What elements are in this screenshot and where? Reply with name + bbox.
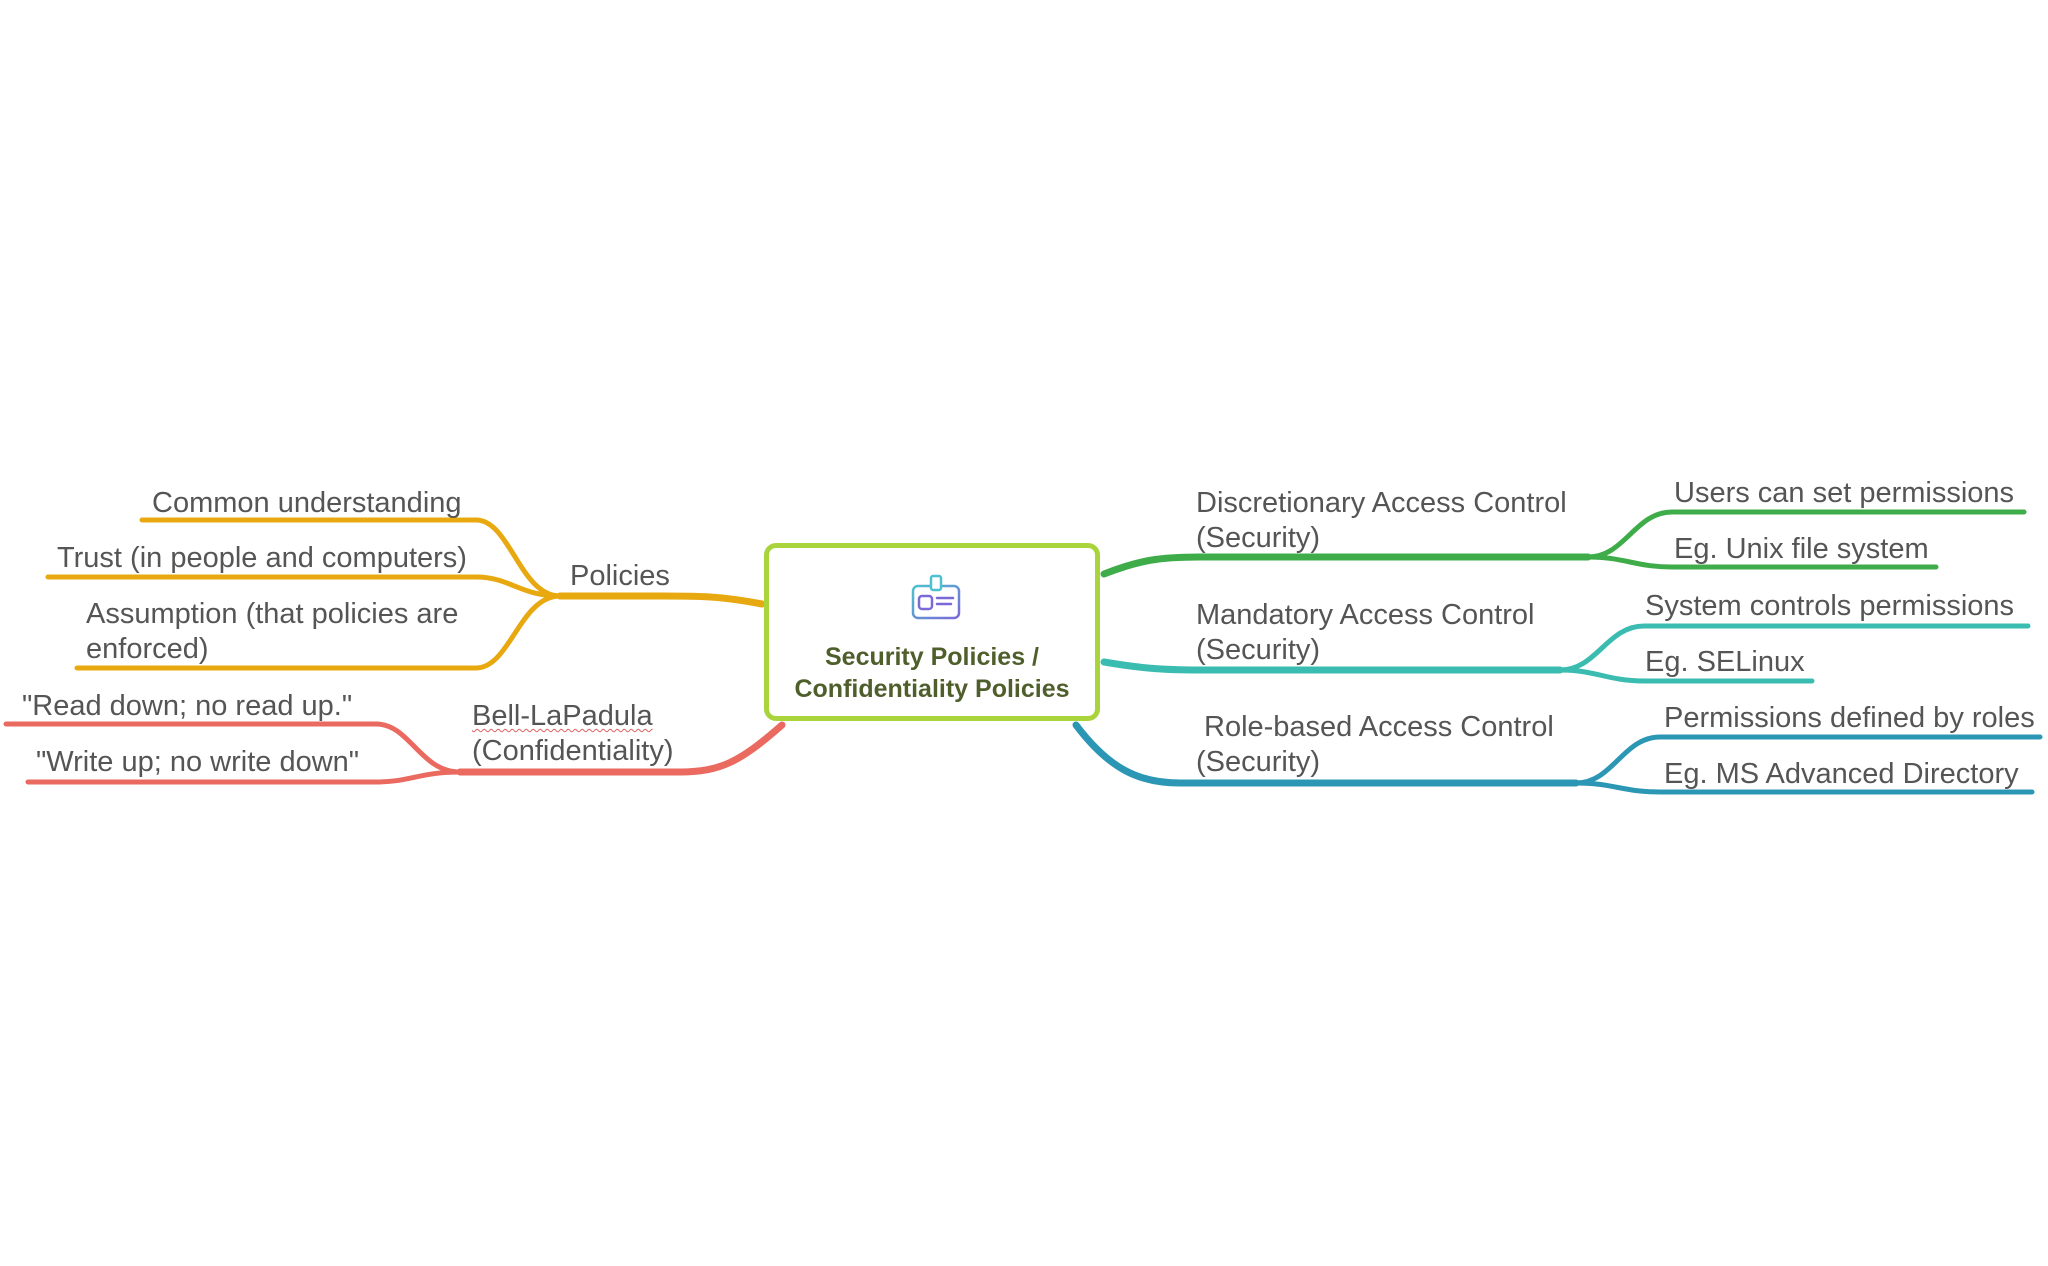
topic-trust[interactable]: Trust (in people and computers) [57, 542, 467, 574]
id-badge-icon [911, 574, 961, 620]
branch-dac[interactable]: Discretionary Access Control (Security) [1196, 486, 1567, 556]
topic-permissions-defined-by-roles[interactable]: Permissions defined by roles [1664, 702, 2035, 734]
branch-dac-line1: Discretionary Access Control [1196, 487, 1567, 519]
branch-rbac-line1: Role-based Access Control [1204, 711, 1554, 743]
bell-lapadula-connectors [3, 721, 786, 785]
branch-mac[interactable]: Mandatory Access Control (Security) [1196, 598, 1534, 668]
central-title-line2: Confidentiality Policies [794, 675, 1070, 703]
topic-assumption-line2: enforced) [86, 633, 209, 665]
branch-rbac[interactable]: Role-based Access Control (Security) [1196, 710, 1554, 780]
topic-assumption[interactable]: Assumption (that policies are enforced) [86, 597, 458, 667]
central-topic[interactable]: Security Policies / Confidentiality Poli… [764, 543, 1100, 721]
read-down-line [3, 721, 463, 775]
mac-connectors [1100, 623, 2031, 684]
users-permissions-line [1585, 509, 2027, 560]
mac-branch-line [1100, 658, 1564, 674]
rbac-branch-line [1072, 721, 1580, 787]
assumption-line [74, 593, 563, 671]
topic-read-down[interactable]: "Read down; no read up." [22, 690, 353, 722]
topic-unix-file-system[interactable]: Eg. Unix file system [1674, 533, 1929, 565]
topic-common-understanding[interactable]: Common understanding [152, 487, 462, 519]
central-title: Security Policies / Confidentiality Poli… [769, 641, 1095, 705]
branch-dac-line2: (Security) [1196, 522, 1321, 554]
policies-connectors [45, 517, 766, 671]
topic-system-controls-permissions[interactable]: System controls permissions [1645, 590, 2015, 622]
branch-mac-line1: Mandatory Access Control [1196, 599, 1535, 631]
topic-write-up[interactable]: "Write up; no write down" [36, 746, 360, 778]
dac-connectors [1100, 509, 2027, 578]
branch-mac-line2: (Security) [1196, 634, 1321, 666]
selinux-line [1557, 667, 1815, 684]
central-title-line1: Security Policies / [825, 643, 1039, 671]
ms-directory-line [1573, 780, 2035, 795]
permissions-roles-line [1573, 734, 2043, 786]
branch-policies[interactable]: Policies [570, 560, 670, 592]
branch-bell-lapadula-line1: Bell-LaPadula [472, 700, 653, 732]
branch-rbac-line2: (Security) [1196, 746, 1321, 778]
write-up-line [25, 769, 463, 785]
rbac-connectors [1072, 721, 2043, 795]
branch-bell-lapadula-line2: (Confidentiality) [472, 735, 674, 767]
bell-lapadula-branch-line [456, 721, 786, 776]
branch-bell-lapadula[interactable]: Bell-LaPadula (Confidentiality) [472, 699, 673, 769]
topic-selinux[interactable]: Eg. SELinux [1645, 646, 1805, 678]
policies-branch-line [556, 592, 766, 608]
common-understanding-line [139, 517, 563, 599]
topic-users-set-permissions[interactable]: Users can set permissions [1674, 477, 2015, 509]
topic-assumption-line1: Assumption (that policies are [86, 598, 459, 630]
unix-line [1585, 554, 1939, 570]
dac-branch-line [1100, 553, 1592, 578]
topic-ms-advanced-directory[interactable]: Eg. MS Advanced Directory [1664, 758, 2019, 790]
system-controls-line [1557, 623, 2031, 673]
trust-line [45, 574, 563, 599]
